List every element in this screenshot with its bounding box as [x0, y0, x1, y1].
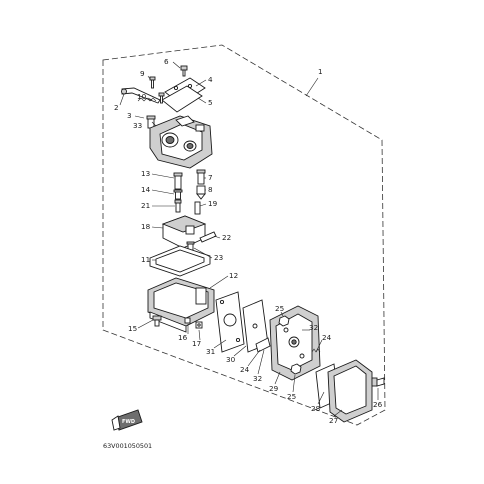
needle-valve — [196, 169, 206, 185]
callout-11: 11 — [141, 255, 150, 264]
fwd-badge-text: FWD — [122, 419, 135, 425]
jet-holder — [196, 185, 206, 200]
pump-cover — [327, 359, 373, 423]
callout-19: 19 — [208, 199, 218, 208]
cover-gasket — [161, 85, 203, 113]
callout-2: 2 — [114, 103, 119, 112]
pump-valve-plug — [255, 337, 271, 353]
callout-25-bottom: 25 — [287, 392, 296, 401]
callout-4: 4 — [208, 75, 213, 84]
callout-29: 29 — [269, 384, 279, 393]
drawing-code: 63V001050501 — [103, 442, 152, 450]
callout-32-left: 32 — [253, 374, 262, 383]
float-chamber-gasket — [149, 245, 211, 277]
callout-22: 22 — [222, 233, 231, 242]
callout-28: 28 — [311, 404, 321, 413]
pump-nut-bottom — [290, 363, 302, 375]
cover-screw-26 — [371, 377, 385, 387]
callout-30: 30 — [226, 355, 236, 364]
callout-23: 23 — [214, 253, 223, 262]
main-nozzle — [173, 172, 183, 190]
callout-10: 10 — [137, 92, 147, 101]
callout-31: 31 — [206, 347, 215, 356]
callout-24-right: 24 — [322, 333, 332, 342]
main-jet — [173, 189, 183, 200]
callout-14: 14 — [141, 185, 151, 194]
pilot-jet — [174, 199, 182, 213]
callout-21: 21 — [141, 201, 150, 210]
callout-32-right: 32 — [309, 323, 318, 332]
callout-26: 26 — [373, 400, 383, 409]
callout-9: 9 — [140, 69, 145, 78]
callout-13: 13 — [141, 169, 150, 178]
callout-27: 27 — [329, 416, 338, 425]
callout-labels: 6 9 4 2 10 5 3 33 13 7 14 8 21 19 18 22 … — [114, 57, 383, 425]
top-screws — [149, 76, 165, 104]
callout-16: 16 — [178, 333, 188, 342]
pump-gasket — [215, 291, 245, 353]
callout-18: 18 — [141, 222, 151, 231]
callout-33: 33 — [133, 121, 142, 130]
fwd-badge: FWD — [111, 409, 143, 431]
float-pin-clip — [194, 201, 201, 215]
callout-12: 12 — [229, 271, 238, 280]
callout-5: 5 — [208, 98, 213, 107]
pilot-spring — [137, 97, 157, 102]
callout-15: 15 — [128, 324, 137, 333]
pump-nut-top — [278, 315, 290, 327]
carburetor-body — [149, 115, 213, 169]
callout-17: 17 — [192, 339, 201, 348]
float — [161, 215, 207, 249]
assembly-boundary — [102, 44, 386, 426]
callout-8: 8 — [208, 185, 213, 194]
callout-24-left: 24 — [240, 365, 250, 374]
cover-screw — [180, 65, 188, 77]
callout-3: 3 — [127, 111, 132, 120]
float-pin — [199, 231, 217, 243]
drain-screw — [152, 315, 162, 327]
chamber-screws — [184, 317, 203, 329]
callout-6: 6 — [164, 57, 169, 66]
callout-25-top: 25 — [275, 304, 284, 313]
callout-7: 7 — [208, 173, 213, 182]
callout-1: 1 — [318, 67, 323, 76]
leader-lines — [119, 61, 379, 417]
